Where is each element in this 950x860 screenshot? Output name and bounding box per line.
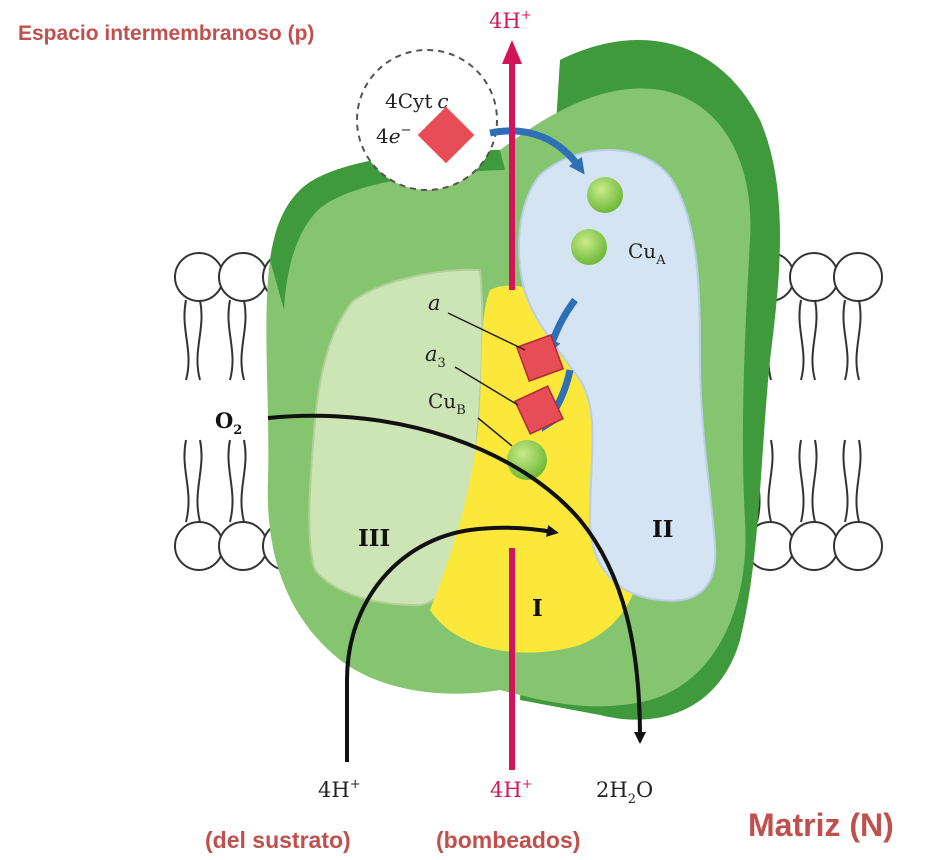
substrate-caption: (del sustrato) [205,827,351,853]
intermembrane-space-label: Espacio intermembranoso (p) [18,22,314,45]
matrix-label: Matriz (N) [748,807,894,843]
heme-a-label: a [428,291,441,315]
cu-a-sphere-top [587,177,623,213]
water-label: 2H2O [596,778,653,807]
substrate-protons-label: 4H+ [318,777,361,802]
pumped-protons-label: 4H+ [490,777,533,802]
protein-complex [266,40,780,720]
cytochrome-c-bubble [357,50,497,190]
subunit-III-label: III [358,525,390,552]
top-proton-label: 4H+ [489,8,532,33]
pumped-caption: (bombeados) [436,827,580,853]
pumped-proton-arrowhead [502,40,522,64]
cu-a-sphere-bottom [571,229,607,265]
oxygen-label: O2 [215,408,242,438]
subunit-II-label: II [652,516,674,543]
subunit-I-label: I [532,595,543,622]
